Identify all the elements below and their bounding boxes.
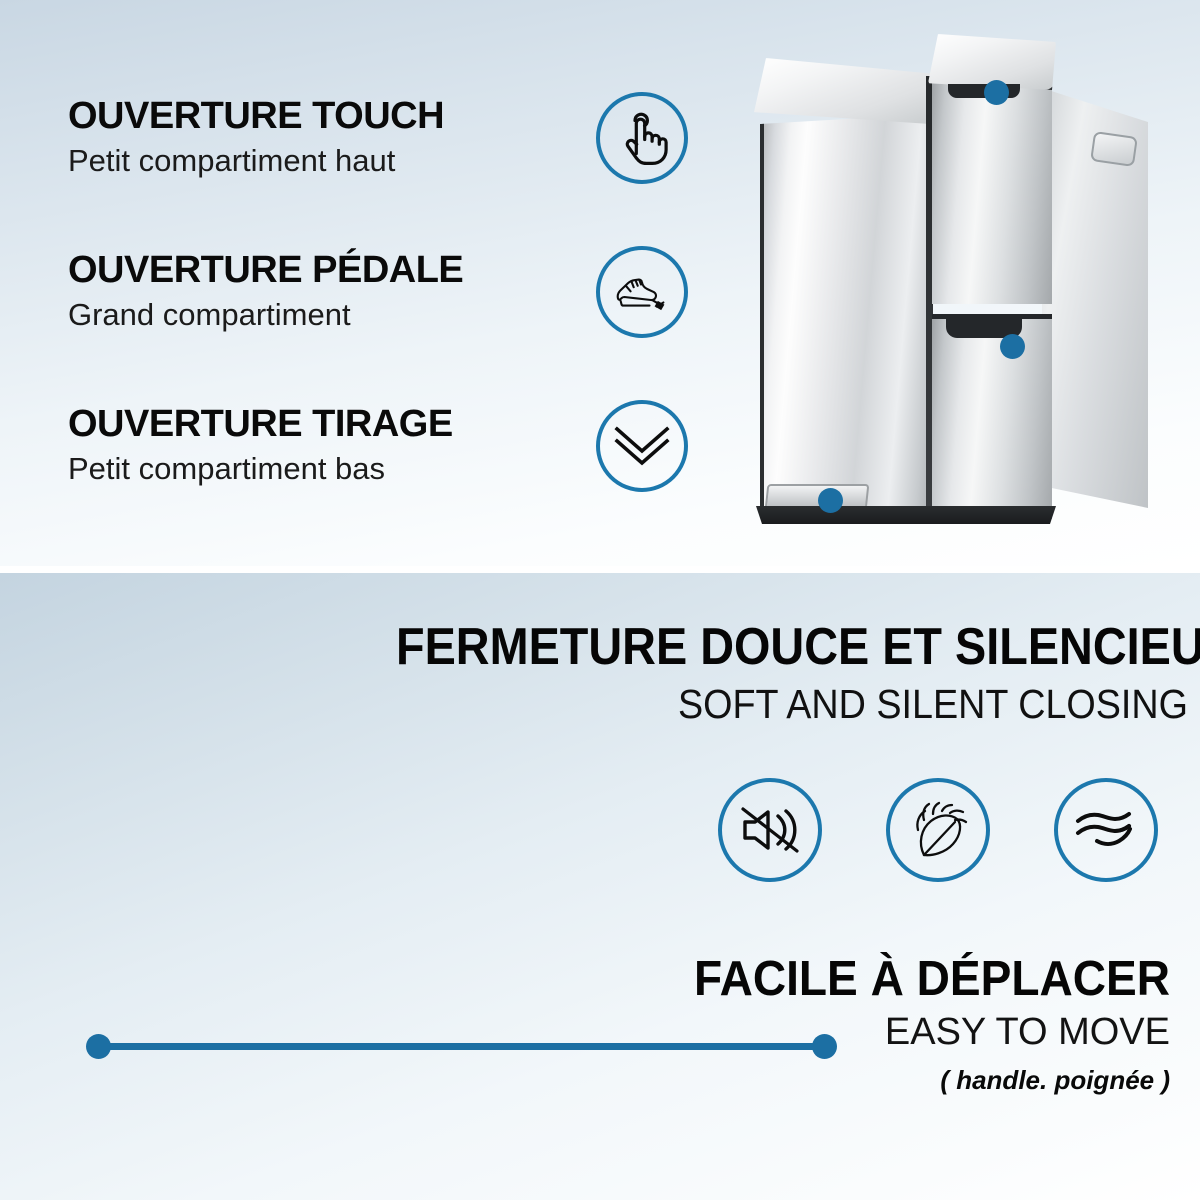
touch-hand-icon: [596, 92, 688, 184]
side-handle: [1090, 131, 1138, 167]
feather-icon: [886, 778, 990, 882]
feature-text-tirage: OUVERTURE TIRAGE Petit compartiment bas: [68, 402, 538, 489]
pull-drawer: [932, 314, 1052, 519]
stainless-steel-dual-compartment-bin: [742, 22, 1162, 532]
center-seam: [926, 76, 933, 516]
mute-speaker-icon: [718, 778, 822, 882]
feature-row-pedal: OUVERTURE PÉDALE Grand compartiment: [68, 232, 688, 352]
gentle-hand-icon: [1054, 778, 1158, 882]
move-note-text: ( handle. poignée ): [940, 1064, 1170, 1095]
soft-closing-headline: FERMETURE DOUCE ET SILENCIEUSE SOFT AND …: [308, 618, 1200, 728]
feature-subtitle-pedal: Grand compartiment: [68, 296, 351, 332]
move-subtitle-text: EASY TO MOVE: [884, 1010, 1170, 1053]
feature-subtitle-touch: Petit compartiment haut: [68, 142, 396, 178]
left-lid: [754, 58, 936, 124]
bottom-features-panel: FERMETURE DOUCE ET SILENCIEUSE SOFT AND …: [0, 573, 1200, 1200]
feature-subtitle-tirage: Petit compartiment bas: [68, 450, 386, 486]
feature-row-tirage: OUVERTURE TIRAGE Petit compartiment bas: [68, 386, 688, 506]
easy-to-move-marker: [812, 1034, 837, 1059]
touch-lid-marker: [984, 80, 1009, 105]
feature-title-pedal: OUVERTURE PÉDALE: [68, 248, 464, 291]
easy-to-move-block: FACILE À DÉPLACER EASY TO MOVE ( handle.…: [660, 952, 1170, 1095]
soft-close-icon-row: [718, 778, 1158, 882]
bin-base: [756, 506, 1056, 524]
headline-main-text: FERMETURE DOUCE ET SILENCIEUSE: [396, 618, 1200, 676]
section-divider: [0, 566, 1200, 573]
feature-text-pedal: OUVERTURE PÉDALE Grand compartiment: [68, 248, 538, 335]
top-features-panel: OUVERTURE TOUCH Petit compartiment haut: [0, 0, 1200, 566]
left-compartment-body: [760, 114, 932, 514]
feature-list: OUVERTURE TOUCH Petit compartiment haut: [0, 0, 700, 566]
right-upper-compartment: [932, 82, 1052, 304]
feature-text-touch: OUVERTURE TOUCH Petit compartiment haut: [68, 94, 538, 181]
feature-title-tirage: OUVERTURE TIRAGE: [68, 402, 453, 445]
feature-title-touch: OUVERTURE TOUCH: [68, 94, 445, 137]
headline-sub-text: SOFT AND SILENT CLOSING: [677, 681, 1188, 728]
pull-drawer-handle: [946, 318, 1022, 338]
handle-marker: [86, 1034, 111, 1059]
move-title-text: FACILE À DÉPLACER: [694, 952, 1170, 1006]
pull-drawer-marker: [1000, 334, 1025, 359]
handle-connector-line: [98, 1043, 820, 1050]
double-chevron-down-icon: [596, 400, 688, 492]
pedal-marker: [818, 488, 843, 513]
shoe-pedal-icon: [596, 246, 688, 338]
feature-row-touch: OUVERTURE TOUCH Petit compartiment haut: [68, 78, 688, 198]
